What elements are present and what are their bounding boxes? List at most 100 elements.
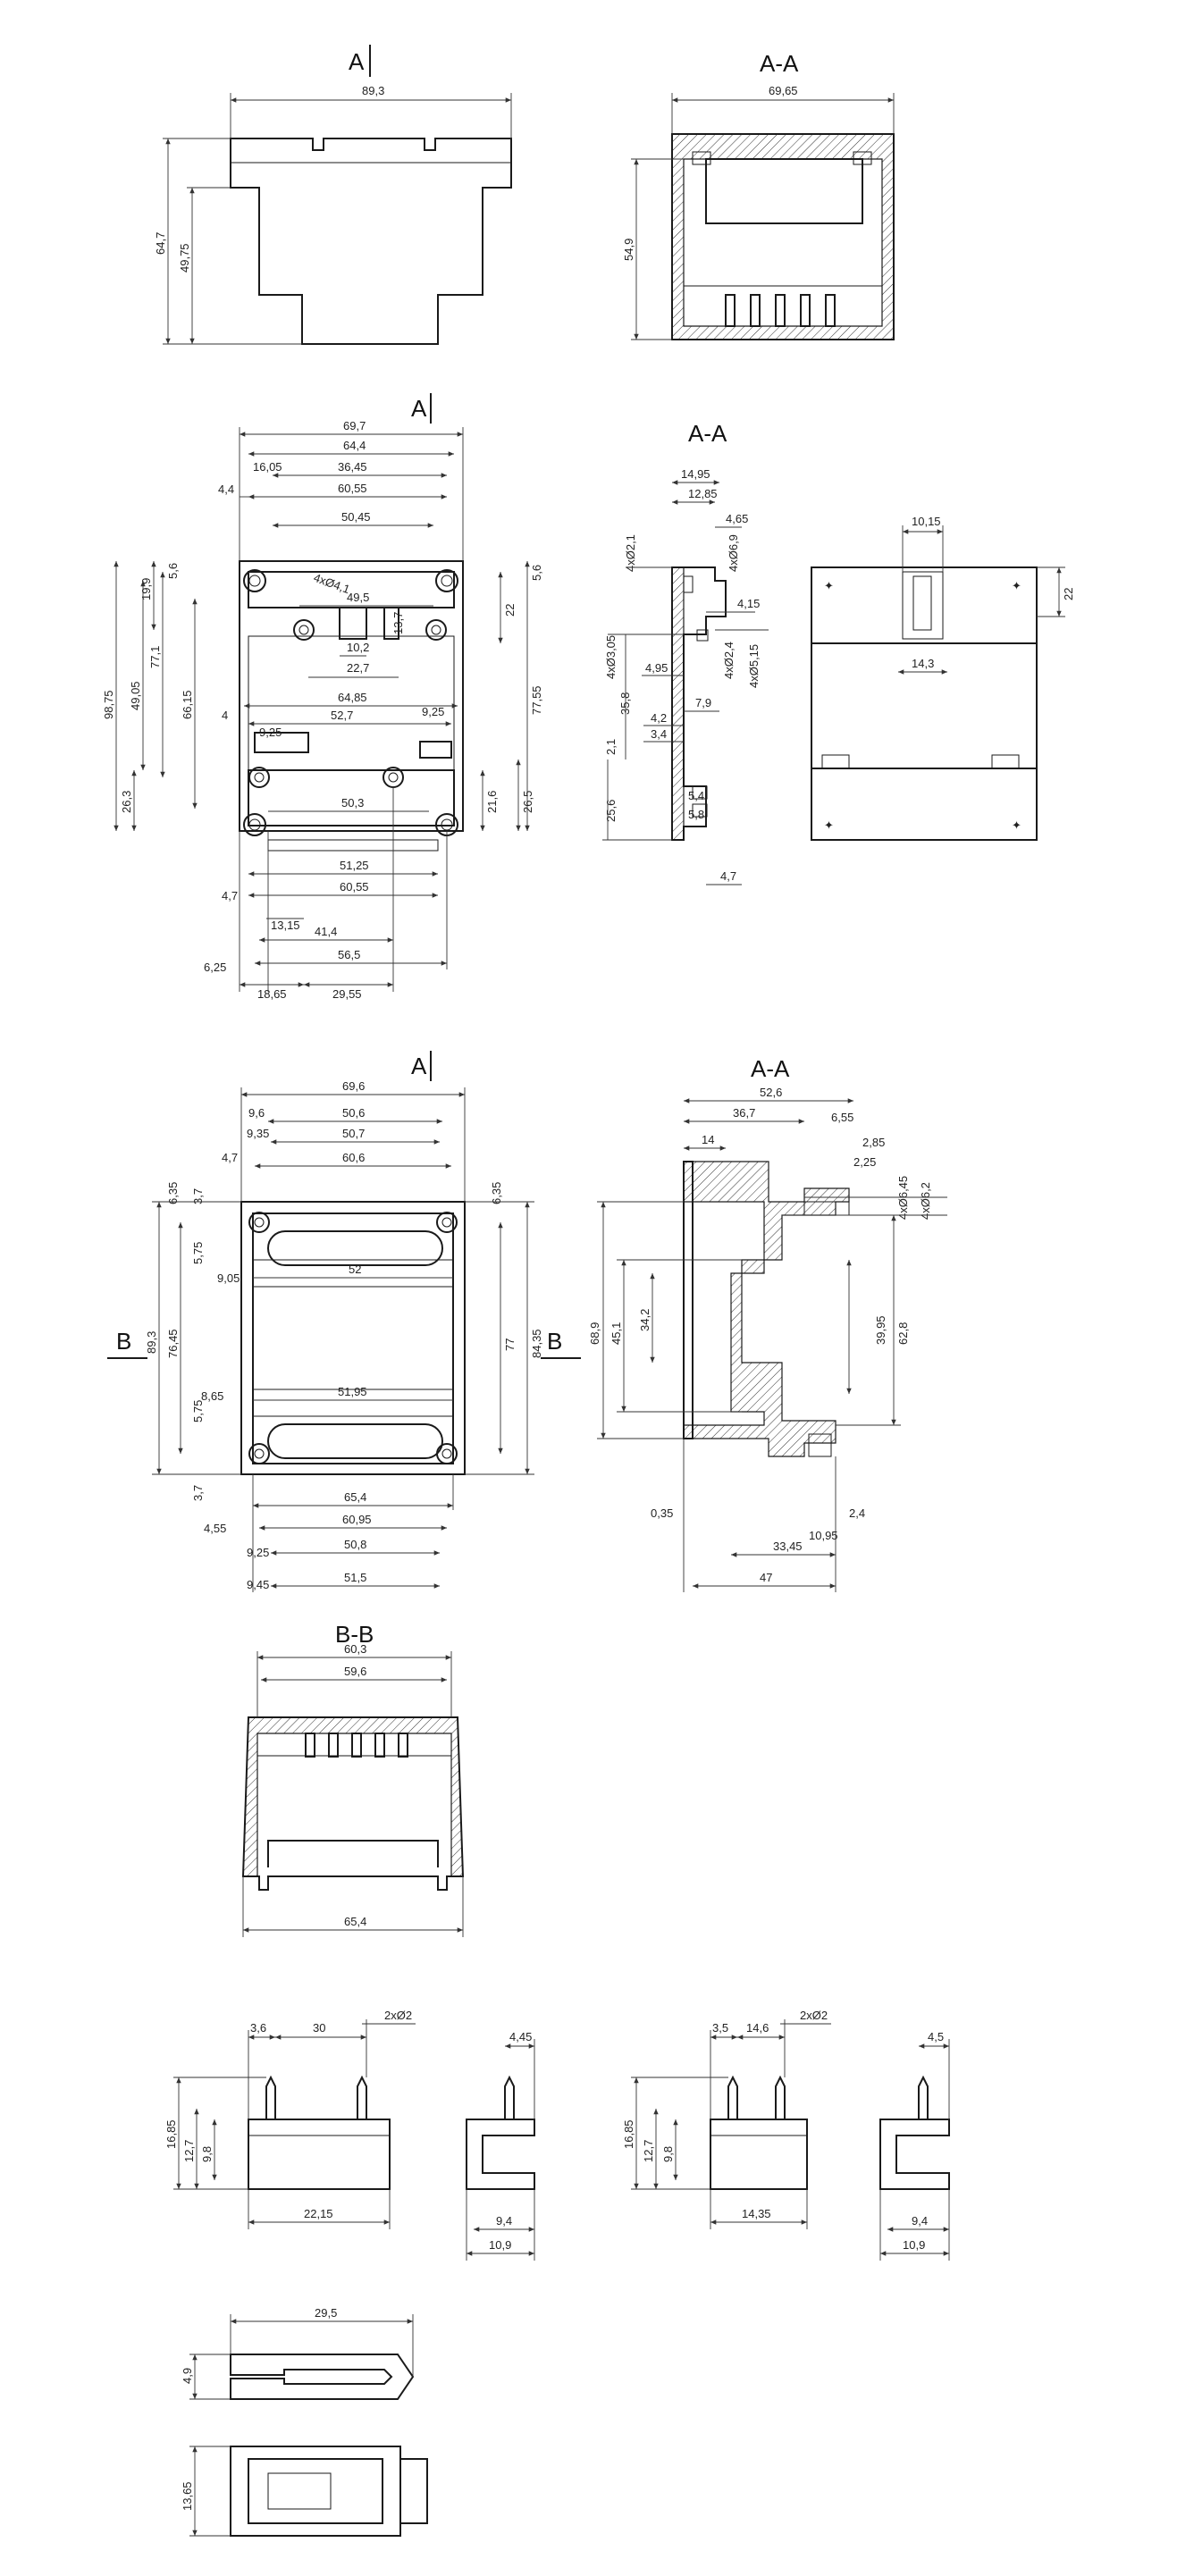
side-dim-2-4-holes: 4xØ2,4 — [722, 642, 736, 679]
clip1-side-dim-9-4: 9,4 — [496, 2214, 512, 2228]
clip2-dim-14-35: 14,35 — [742, 2207, 771, 2220]
dim-50-3: 50,3 — [341, 796, 364, 810]
v3-dim-4-7: 4,7 — [222, 1151, 238, 1164]
dim-5-6-left: 5,6 — [166, 563, 180, 579]
dim-52-7: 52,7 — [331, 709, 353, 722]
v3-dim-89-3: 89,3 — [145, 1331, 158, 1354]
v3-dim-6-35-l: 6,35 — [166, 1182, 180, 1204]
v3-dim-6-35-r: 6,35 — [490, 1182, 503, 1204]
dim-49-05: 49,05 — [129, 681, 142, 710]
clip2-dim-9-8: 9,8 — [661, 2146, 675, 2162]
side-dim-5-4: 5,4 — [688, 789, 704, 802]
slider-dim-29-5: 29,5 — [315, 2306, 337, 2320]
dim-77-55: 77,55 — [530, 685, 543, 715]
view3-section-title: A-A — [751, 1055, 790, 1082]
dim-22: 22 — [503, 604, 517, 617]
dim-60-55-b: 60,55 — [340, 880, 369, 894]
v3aa-dim-45-1: 45,1 — [610, 1322, 623, 1345]
v3-dim-5-75-bottom: 5,75 — [191, 1400, 205, 1422]
dim-13-15: 13,15 — [271, 919, 300, 932]
v3aa-dim-68-9: 68,9 — [588, 1322, 601, 1345]
view2-section-title: A-A — [688, 420, 727, 447]
dim-19-9: 19,9 — [139, 578, 153, 600]
v3-dim-60-95: 60,95 — [342, 1513, 372, 1526]
v3aa-dim-2-4: 2,4 — [849, 1506, 865, 1520]
marker-b-right: B — [547, 1328, 562, 1355]
dim-51-25: 51,25 — [340, 859, 369, 872]
clip1-side-dim-10-9: 10,9 — [489, 2238, 511, 2252]
dim-60-55: 60,55 — [338, 482, 367, 495]
v3-dim-50-7: 50,7 — [342, 1127, 365, 1140]
side-dim-4-65: 4,65 — [726, 512, 748, 525]
dim-49-5: 49,5 — [347, 591, 369, 604]
back-dim-10-15: 10,15 — [912, 515, 941, 528]
v3-dim-5-75-top: 5,75 — [191, 1242, 205, 1264]
v3aa-dim-33-45: 33,45 — [773, 1540, 803, 1553]
v3aa-dim-34-2: 34,2 — [638, 1309, 652, 1331]
svg-text:✦: ✦ — [824, 579, 834, 592]
clip1-front: 3,6 30 2xØ2 16,85 12,7 9,8 22,15 — [164, 2009, 416, 2229]
side-dim-12-85: 12,85 — [688, 487, 718, 500]
svg-text:✦: ✦ — [1012, 579, 1021, 592]
view3-title: A — [411, 1053, 427, 1079]
back-screw-icons: ✦ ✦ ✦ ✦ — [824, 579, 1021, 832]
dim-18-65: 18,65 — [257, 987, 287, 1001]
slider-dim-4-9: 4,9 — [181, 2368, 194, 2384]
clip2-side-dim-9-4: 9,4 — [912, 2214, 928, 2228]
clip1-side-dim-4-45: 4,45 — [509, 2030, 532, 2043]
v3-dim-60-6: 60,6 — [342, 1151, 365, 1164]
svg-text:✦: ✦ — [1012, 818, 1021, 832]
side-dim-5-15-holes: 4xØ5,15 — [747, 644, 761, 688]
v3aa-dim-62-8: 62,8 — [896, 1322, 910, 1345]
dim-6-25: 6,25 — [204, 961, 226, 974]
side-dim-6-9-holes: 4xØ6,9 — [727, 534, 740, 572]
v3-dim-65-4: 65,4 — [344, 1490, 366, 1504]
v3aa-dim-52-6: 52,6 — [760, 1086, 782, 1099]
view1-section-title: A-A — [760, 50, 799, 77]
dim-66-15: 66,15 — [181, 690, 194, 719]
side-dim-7-9: 7,9 — [695, 696, 711, 709]
dim-4-7: 4,7 — [222, 889, 238, 902]
dim-36-45: 36,45 — [338, 460, 367, 474]
v3aa-dim-36-7: 36,7 — [733, 1106, 755, 1120]
clip1-dim-16-85: 16,85 — [164, 2119, 178, 2149]
slider-top: 13,65 — [181, 2446, 428, 2537]
clip2-side-dim-4-5: 4,5 — [928, 2030, 944, 2043]
v3-dim-9-25: 9,25 — [247, 1546, 269, 1559]
view2-front: A 69,7 64,4 36,45 16,05 4,4 60,55 — [102, 393, 543, 1001]
clip1-dim-22-15: 22,15 — [304, 2207, 333, 2220]
v3-dim-9-35: 9,35 — [247, 1127, 269, 1140]
dim-4-4: 4,4 — [218, 482, 234, 496]
side-dim-25-6: 25,6 — [604, 800, 618, 822]
v3-dim-51-5: 51,5 — [344, 1571, 366, 1584]
v3aa-dim-2-85: 2,85 — [862, 1136, 885, 1149]
v3aa-dim-0-35: 0,35 — [651, 1506, 673, 1520]
dim-98-75: 98,75 — [102, 690, 115, 719]
v3-dim-76-45: 76,45 — [166, 1329, 180, 1358]
view2-side-section: A-A 14,95 12,85 4,65 4,15 7,9 4,2 3,4 4,… — [602, 420, 769, 885]
bb-dim-59-6: 59,6 — [344, 1665, 366, 1678]
dim-29-55: 29,55 — [332, 987, 362, 1001]
svg-text:✦: ✦ — [824, 818, 834, 832]
view2-title: A — [411, 395, 427, 422]
dim-section-54-9: 54,9 — [622, 239, 635, 261]
dim-9-25-b: 9,25 — [422, 705, 444, 718]
side-dim-2-1: 2,1 — [604, 739, 618, 755]
side-dim-4-2: 4,2 — [651, 711, 667, 725]
v3-dim-9-05: 9,05 — [217, 1271, 240, 1285]
v3aa-dim-10-95: 10,95 — [809, 1529, 838, 1542]
clip2-pins: 2xØ2 — [800, 2009, 828, 2022]
clip2-side-dim-10-9: 10,9 — [903, 2238, 925, 2252]
v3-dim-9-6: 9,6 — [248, 1106, 265, 1120]
bb-dim-65-4: 65,4 — [344, 1915, 366, 1928]
clip2-dim-3-5: 3,5 — [712, 2021, 728, 2035]
v3aa-dim-14: 14 — [702, 1133, 714, 1146]
v3aa-dim-39-95: 39,95 — [874, 1315, 887, 1345]
side-dim-4-7: 4,7 — [720, 869, 736, 883]
dim-69-7: 69,7 — [343, 419, 366, 432]
v3-dim-9-45: 9,45 — [247, 1578, 269, 1591]
clip1-pins: 2xØ2 — [384, 2009, 412, 2022]
dim-9-25-a: 9,25 — [259, 726, 282, 739]
dim-22-7: 22,7 — [347, 661, 369, 675]
